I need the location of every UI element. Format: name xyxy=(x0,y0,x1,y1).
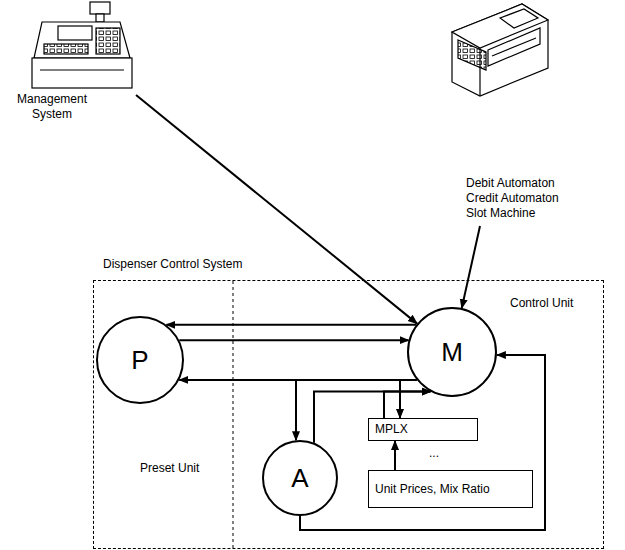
panel-line xyxy=(492,38,536,56)
terminal-keypad xyxy=(458,40,486,70)
system-caption: Management System xyxy=(6,0,136,126)
group-heading: Dispenser Control System xyxy=(103,257,242,272)
caption-block: Debit AutomatonCredit AutomatonSlot Mach… xyxy=(466,176,586,221)
display-pole xyxy=(96,14,104,22)
node-label: Unit Prices, Mix Ratio xyxy=(375,482,490,497)
register-screen xyxy=(58,26,92,40)
signal-connector xyxy=(394,441,396,470)
process-box: MPLX xyxy=(368,418,478,441)
register-top xyxy=(34,22,130,58)
node-label: Debit Automaton xyxy=(466,176,586,191)
region-label: ... xyxy=(429,446,459,461)
terminal-body xyxy=(452,4,548,96)
region-label: Preset Unit xyxy=(140,461,230,476)
region-divider xyxy=(233,281,234,548)
process-circle: P xyxy=(96,316,184,404)
signal-connector xyxy=(384,392,431,418)
signal-connector xyxy=(462,226,480,308)
node-label: Management System xyxy=(10,92,94,122)
process-box: Unit Prices, Mix Ratio xyxy=(368,470,533,508)
caption-block: Management System xyxy=(10,92,94,122)
node-label: MPLX xyxy=(375,422,408,437)
paper-slot xyxy=(500,9,538,28)
region-label: Control Unit xyxy=(510,296,582,311)
node-label: Slot Machine xyxy=(466,206,586,221)
dashed-boundary xyxy=(93,280,604,549)
node-label: A xyxy=(291,463,308,493)
process-circle: M xyxy=(407,307,497,397)
signal-connector xyxy=(136,95,417,324)
register-keys xyxy=(44,44,88,54)
signal-connector xyxy=(179,339,408,341)
system-caption: Debit AutomatonCredit AutomatonSlot Mach… xyxy=(440,0,590,226)
signal-connector xyxy=(400,380,417,418)
terminal-panel xyxy=(488,28,540,66)
process-circle: A xyxy=(262,440,338,516)
cash-register-icon xyxy=(32,2,132,88)
heading-block: Dispenser Control System xyxy=(103,257,242,272)
drawer-line xyxy=(40,69,124,70)
register-keypad xyxy=(96,28,120,54)
node-label: Credit Automaton xyxy=(466,191,586,206)
customer-display xyxy=(90,2,110,14)
node-label: P xyxy=(131,345,148,375)
payment-terminal-icon xyxy=(452,4,548,96)
node-label: M xyxy=(441,337,463,367)
cash-drawer xyxy=(32,58,132,88)
signal-connector xyxy=(166,324,416,326)
signal-connector xyxy=(300,355,545,530)
